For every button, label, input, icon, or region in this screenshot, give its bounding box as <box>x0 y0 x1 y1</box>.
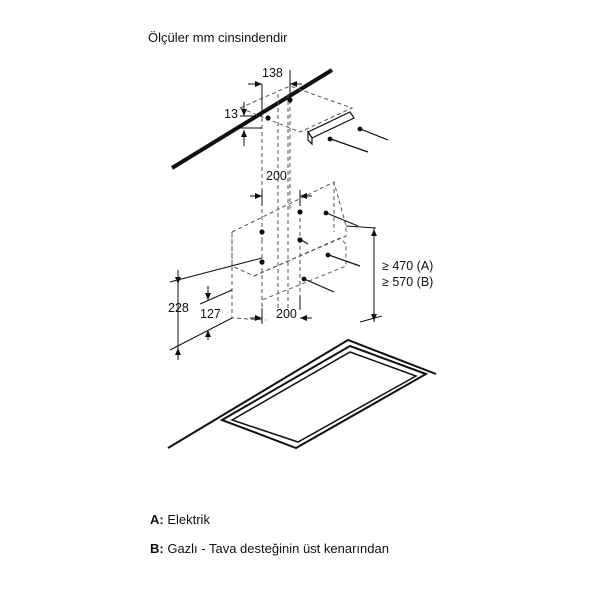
wall-mount-box <box>231 181 347 321</box>
dim-200-mid-label: 200 <box>266 169 287 183</box>
diagram-title: Ölçüler mm cinsindendir <box>148 30 288 45</box>
legend-a: A: Elektrik <box>150 512 210 527</box>
dim-138 <box>248 70 302 114</box>
dim-right-height <box>345 225 383 323</box>
dim-height-a-label: ≥ 470 (A) <box>382 259 433 273</box>
dim-138-label: 138 <box>262 66 283 80</box>
chimney-dashed-lines <box>261 94 301 318</box>
dim-200-mid <box>250 190 312 206</box>
ceiling-mount-box <box>238 85 354 240</box>
dim-200-low <box>250 296 312 324</box>
legend-b-key: B: <box>150 541 164 556</box>
dim-13-label: 13 <box>224 107 238 121</box>
dim-13 <box>240 102 262 146</box>
cooktop-outline <box>167 338 437 450</box>
dim-228-label: 228 <box>168 301 189 315</box>
ceiling-screws <box>265 97 389 153</box>
dim-200-low-label: 200 <box>276 307 297 321</box>
dim-127-label: 127 <box>200 307 221 321</box>
legend-a-text: Elektrik <box>163 512 210 527</box>
legend-b: B: Gazlı - Tava desteğinin üst kenarında… <box>150 541 389 556</box>
ceiling-bracket <box>307 111 355 146</box>
legend-a-key: A: <box>150 512 164 527</box>
dim-height-b-label: ≥ 570 (B) <box>382 275 433 289</box>
legend-b-text: Gazlı - Tava desteğinin üst kenarından <box>163 541 389 556</box>
dim-left <box>169 257 263 360</box>
wall-screws <box>259 209 361 293</box>
ceiling-line <box>170 68 334 170</box>
